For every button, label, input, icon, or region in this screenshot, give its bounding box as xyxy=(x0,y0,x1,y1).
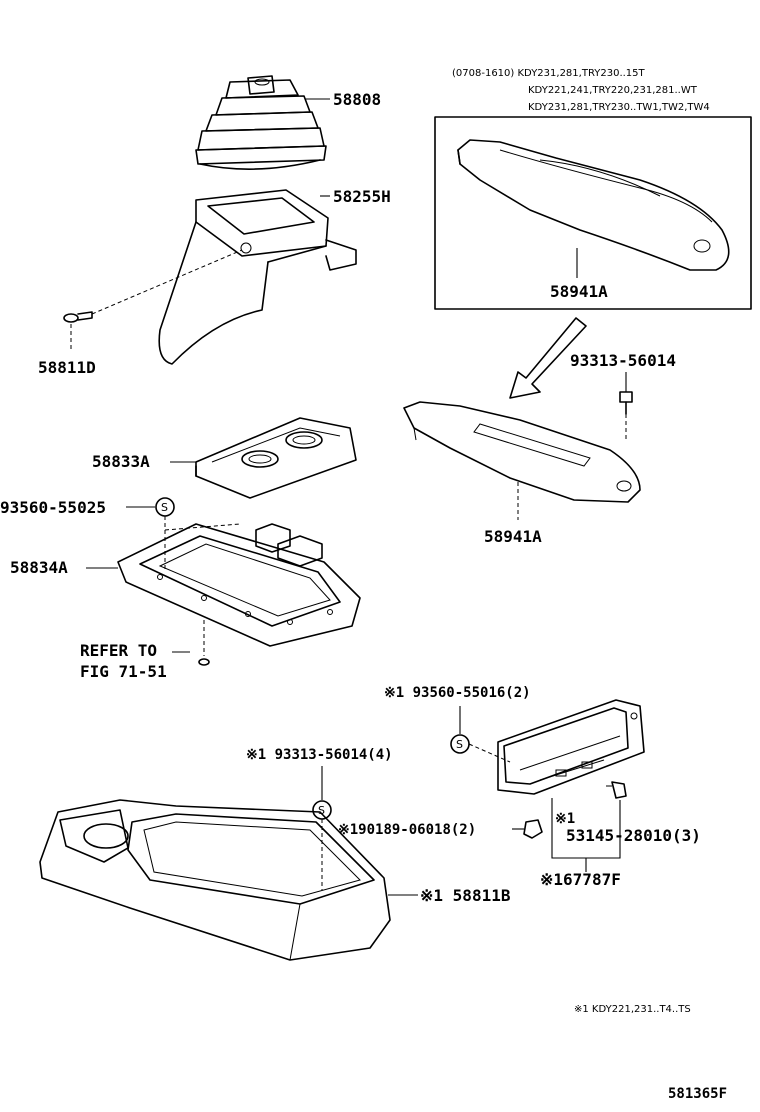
label-93313-56014-b: ※1 93313-56014(4) xyxy=(246,747,393,763)
dash-93560-b xyxy=(468,743,511,763)
label-90189-06018: ※190189-06018(2) xyxy=(338,822,476,838)
direction-arrow xyxy=(509,317,587,399)
label-93560-55025: 93560-55025 xyxy=(0,498,106,517)
bolt-93313-a-drawing xyxy=(619,391,633,415)
console-58811b-drawing xyxy=(39,799,391,961)
label-93313-56014-a: 93313-56014 xyxy=(570,351,676,370)
s-clip-93560-b-mark: S xyxy=(456,738,463,751)
footnote: ※1 KDY221,231..T4..TS xyxy=(574,1004,691,1015)
refer-to-label: REFER TO xyxy=(80,641,157,660)
label-93560-55016: ※1 93560-55016(2) xyxy=(384,685,531,701)
cover-58941a-drawing xyxy=(403,401,641,503)
dash-93560-a-2 xyxy=(164,523,241,531)
screw-dashline-58811d xyxy=(91,249,243,315)
label-58811d: 58811D xyxy=(38,358,96,377)
s-clip-93313-b-mark: S xyxy=(318,804,325,817)
screw-58811d-drawing xyxy=(63,311,93,323)
label-58833a: 58833A xyxy=(92,452,150,471)
plate-58833a-drawing xyxy=(195,417,357,499)
label-58811b: ※1 58811B xyxy=(420,886,511,905)
label-58834a: 58834A xyxy=(10,558,68,577)
refer-fig-label: FIG 71-51 xyxy=(80,662,167,681)
mark-53145: ※1 xyxy=(555,811,575,827)
plate-58834a-drawing xyxy=(117,523,361,647)
s-clip-93560-a-mark: S xyxy=(161,501,168,514)
shift-bezel-drawing xyxy=(158,189,357,365)
applicability-line-2: KDY221,241,TRY220,231,281..WT xyxy=(528,85,698,96)
clip-90189-drawing xyxy=(523,819,543,839)
label-58255h: 58255H xyxy=(333,187,391,206)
cover-58941a-boxed-drawing xyxy=(457,139,730,271)
label-53145-28010: 53145-28010(3) xyxy=(566,826,701,845)
figure-code: 581365F xyxy=(668,1086,727,1102)
label-67787f: ※167787F xyxy=(540,870,621,889)
applicability-line-1: (0708-1610) KDY231,281,TRY230..15T xyxy=(452,68,646,79)
box-67787f-drawing xyxy=(497,699,645,795)
label-58808: 58808 xyxy=(333,90,381,109)
refer-grommet xyxy=(198,658,210,666)
applicability-line-3: KDY231,281,TRY230..TW1,TW2,TW4 xyxy=(528,102,710,113)
shift-boot-drawing xyxy=(195,75,327,170)
applicability-box xyxy=(434,116,752,310)
label-58941a: 58941A xyxy=(484,527,542,546)
label-58941a-box: 58941A xyxy=(550,282,608,301)
clip-53145-drawing xyxy=(606,781,627,799)
